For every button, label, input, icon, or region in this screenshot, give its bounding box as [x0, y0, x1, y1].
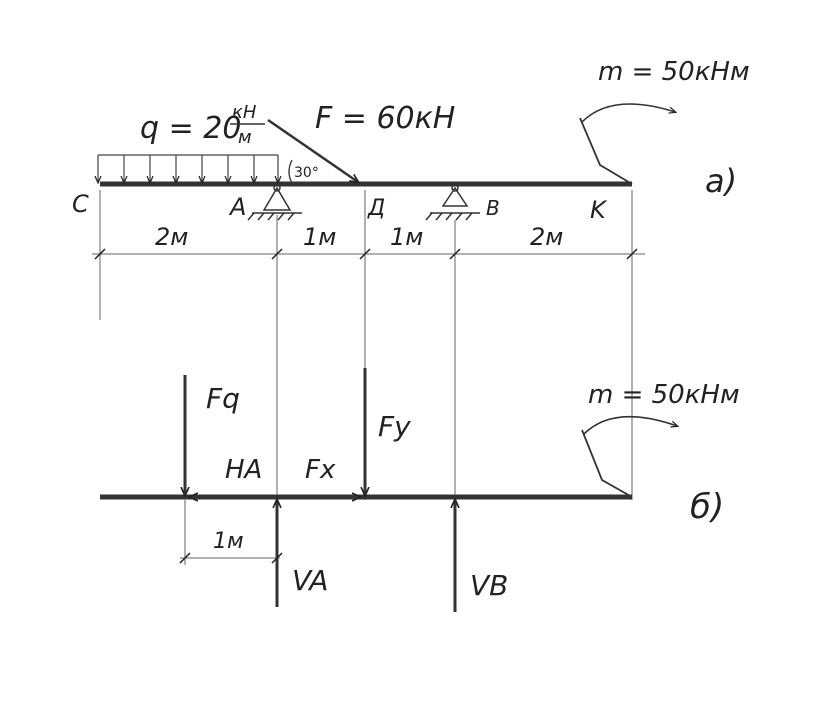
point-B-label: B [486, 196, 500, 220]
span-3-label: 1м [390, 223, 423, 251]
moment-a-lever [579, 117, 633, 185]
force-HA-label: HA [225, 455, 262, 485]
diagram-a: q = 20 кН м F = 60кН 30° [72, 57, 750, 500]
force-VA-label: VA [292, 564, 328, 597]
diagram-a-label: а) [705, 162, 737, 200]
moment-b-label: m = 50кНм [588, 380, 740, 410]
force-VB-label: VB [470, 569, 508, 602]
load-q-unit-den: м [238, 127, 252, 148]
angle-arc [288, 159, 293, 184]
force-F-label: F = 60кН [315, 101, 455, 136]
diagram-b: Fq Fy HA Fx VA VB 1м m = 50кНм б) [100, 368, 740, 612]
force-Fy-label: Fy [378, 410, 411, 443]
angle-label: 30° [294, 165, 319, 181]
span-2-label: 1м [303, 223, 336, 251]
point-C-label: C [72, 190, 89, 218]
point-D-label: Д [367, 196, 385, 221]
moment-a-label: m = 50кНм [598, 57, 750, 87]
force-Fx-label: Fx [305, 455, 336, 485]
moment-b-lever [581, 429, 633, 498]
moment-b-arc [583, 415, 677, 435]
diagram-b-label: б) [690, 487, 724, 527]
span-1-label: 2м [155, 223, 188, 251]
load-q-unit-num: кН [232, 102, 257, 123]
distributed-load [98, 154, 278, 182]
support-A [247, 184, 302, 221]
force-F-arrow [267, 118, 358, 182]
point-A-label: A [228, 193, 246, 221]
dimension-line-a [92, 190, 645, 500]
moment-a-arc [581, 103, 675, 123]
span-4-label: 2м [530, 223, 563, 251]
dimension-1m-label: 1м [213, 529, 244, 554]
support-B [425, 184, 480, 221]
load-q-label: q = 20 [140, 111, 241, 146]
force-Fq-label: Fq [206, 382, 240, 415]
dimension-1m-b [179, 500, 283, 565]
point-K-label: K [590, 196, 608, 224]
